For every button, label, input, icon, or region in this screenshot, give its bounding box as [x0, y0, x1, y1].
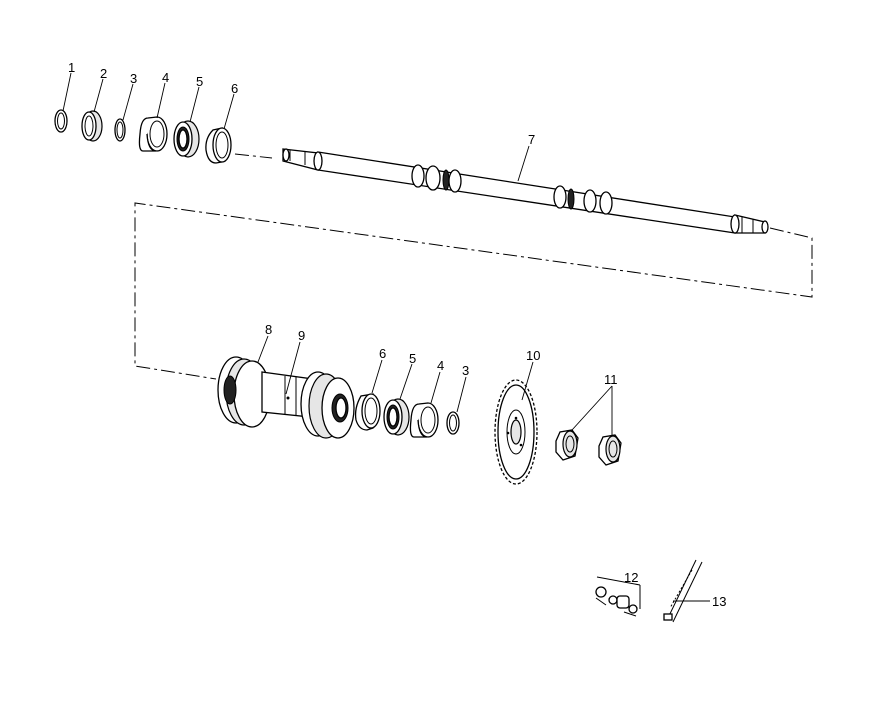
snap-ring-3 [114, 118, 126, 142]
snap-ring-3-lower [446, 411, 460, 435]
label-4-lower: 4 [437, 358, 444, 373]
collar-6-lower [354, 393, 381, 431]
sprocket-10 [494, 379, 538, 485]
label-5: 5 [196, 74, 203, 89]
assembly-centerline [134, 153, 813, 380]
seal-4 [138, 116, 168, 152]
chain-13 [663, 559, 703, 623]
ring-1 [54, 109, 68, 133]
label-11: 11 [604, 372, 618, 387]
bolt-kit-12 [595, 576, 641, 617]
label-12: 12 [624, 570, 638, 585]
collar-6 [205, 127, 232, 164]
label-7: 7 [528, 132, 535, 147]
leader-lines [62, 72, 710, 602]
axle-housing-8 [217, 356, 355, 439]
axle-7 [282, 148, 769, 234]
label-6: 6 [231, 81, 238, 96]
nuts-11 [555, 429, 622, 466]
label-3-lower: 3 [462, 363, 469, 378]
label-5-lower: 5 [409, 351, 416, 366]
callout-labels: 1 2 3 4 5 6 7 8 9 6 5 4 3 10 11 12 13 [68, 60, 726, 609]
label-3: 3 [130, 71, 137, 86]
label-1: 1 [68, 60, 75, 75]
label-13: 13 [712, 594, 726, 609]
bearing-5-lower [383, 398, 410, 436]
label-8: 8 [265, 322, 272, 337]
label-6-lower: 6 [379, 346, 386, 361]
label-10: 10 [526, 348, 540, 363]
bearing-2 [81, 110, 103, 142]
label-2: 2 [100, 66, 107, 81]
bearing-5 [173, 120, 200, 158]
label-4: 4 [162, 70, 169, 85]
label-9: 9 [298, 328, 305, 343]
seal-4-lower [409, 402, 439, 438]
